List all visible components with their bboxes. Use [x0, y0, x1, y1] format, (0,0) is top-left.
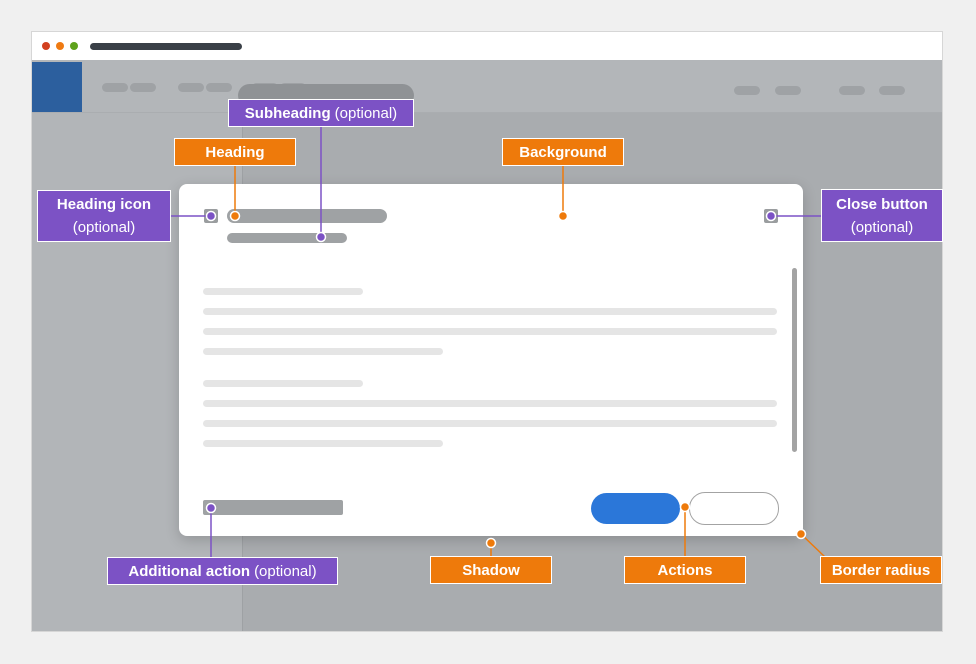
modal-subheading-placeholder — [227, 233, 347, 243]
callout-heading-icon: Heading icon (optional) — [37, 190, 171, 242]
modal-heading-placeholder — [227, 209, 387, 223]
callout-close-button: Close button (optional) — [821, 189, 943, 242]
callout-shadow: Shadow — [430, 556, 552, 584]
callout-additional-action: Additional action (optional) — [107, 557, 338, 585]
body-text-line — [203, 380, 363, 387]
header-action-placeholder[interactable] — [839, 86, 865, 95]
callout-heading-icon-note: (optional) — [72, 219, 136, 236]
app-logo — [32, 62, 82, 112]
additional-action-anchor-dot — [205, 502, 217, 514]
actions-anchor-dot — [679, 501, 691, 513]
address-bar-placeholder[interactable] — [90, 43, 242, 50]
callout-close-button-text: Close button — [836, 195, 928, 213]
callout-actions-text: Actions — [657, 561, 713, 579]
callout-subheading: Subheading (optional) — [228, 99, 414, 127]
body-text-line — [203, 328, 777, 335]
close-button-anchor-dot — [765, 210, 777, 222]
primary-action-button[interactable] — [591, 493, 680, 524]
body-text-line — [203, 308, 777, 315]
callout-heading-text: Heading — [205, 143, 265, 161]
callout-additional-action-note: (optional) — [254, 562, 317, 580]
modal-dialog — [179, 184, 803, 536]
subheading-anchor-dot — [315, 231, 327, 243]
body-text-line — [203, 400, 777, 407]
callout-subheading-text: Subheading — [244, 104, 331, 122]
nav-item-placeholder[interactable] — [206, 83, 232, 92]
background-anchor-dot — [557, 210, 569, 222]
nav-item-placeholder[interactable] — [102, 83, 128, 92]
border-radius-leader-line — [800, 533, 826, 558]
nav-item-placeholder[interactable] — [130, 83, 156, 92]
callout-subheading-note: (optional) — [334, 104, 398, 122]
window-close-dot-icon[interactable] — [42, 42, 50, 50]
border-radius-anchor-dot — [795, 528, 807, 540]
body-text-line — [203, 288, 363, 295]
body-text-line — [203, 440, 443, 447]
callout-additional-action-text: Additional action — [128, 562, 251, 580]
callout-actions: Actions — [624, 556, 746, 584]
callout-close-button-note: (optional) — [850, 218, 914, 236]
header-action-placeholder[interactable] — [879, 86, 905, 95]
header-action-placeholder[interactable] — [775, 86, 801, 95]
heading-anchor-dot — [229, 210, 241, 222]
window-minimize-dot-icon[interactable] — [56, 42, 64, 50]
callout-heading-icon-text: Heading icon — [56, 196, 152, 213]
callout-background-text: Background — [519, 143, 607, 161]
callout-heading: Heading — [174, 138, 296, 166]
callout-background: Background — [502, 138, 624, 166]
modal-scrollbar[interactable] — [792, 268, 797, 452]
shadow-anchor-dot — [485, 537, 497, 549]
window-zoom-dot-icon[interactable] — [70, 42, 78, 50]
heading-icon-anchor-dot — [205, 210, 217, 222]
header-action-placeholder[interactable] — [734, 86, 760, 95]
secondary-action-button[interactable] — [689, 492, 779, 525]
nav-item-placeholder[interactable] — [178, 83, 204, 92]
body-text-line — [203, 348, 443, 355]
callout-border-radius-text: Border radius — [831, 561, 931, 579]
callout-border-radius: Border radius — [820, 556, 942, 584]
additional-action-link[interactable] — [203, 500, 343, 515]
callout-shadow-text: Shadow — [462, 561, 520, 579]
body-text-line — [203, 420, 777, 427]
